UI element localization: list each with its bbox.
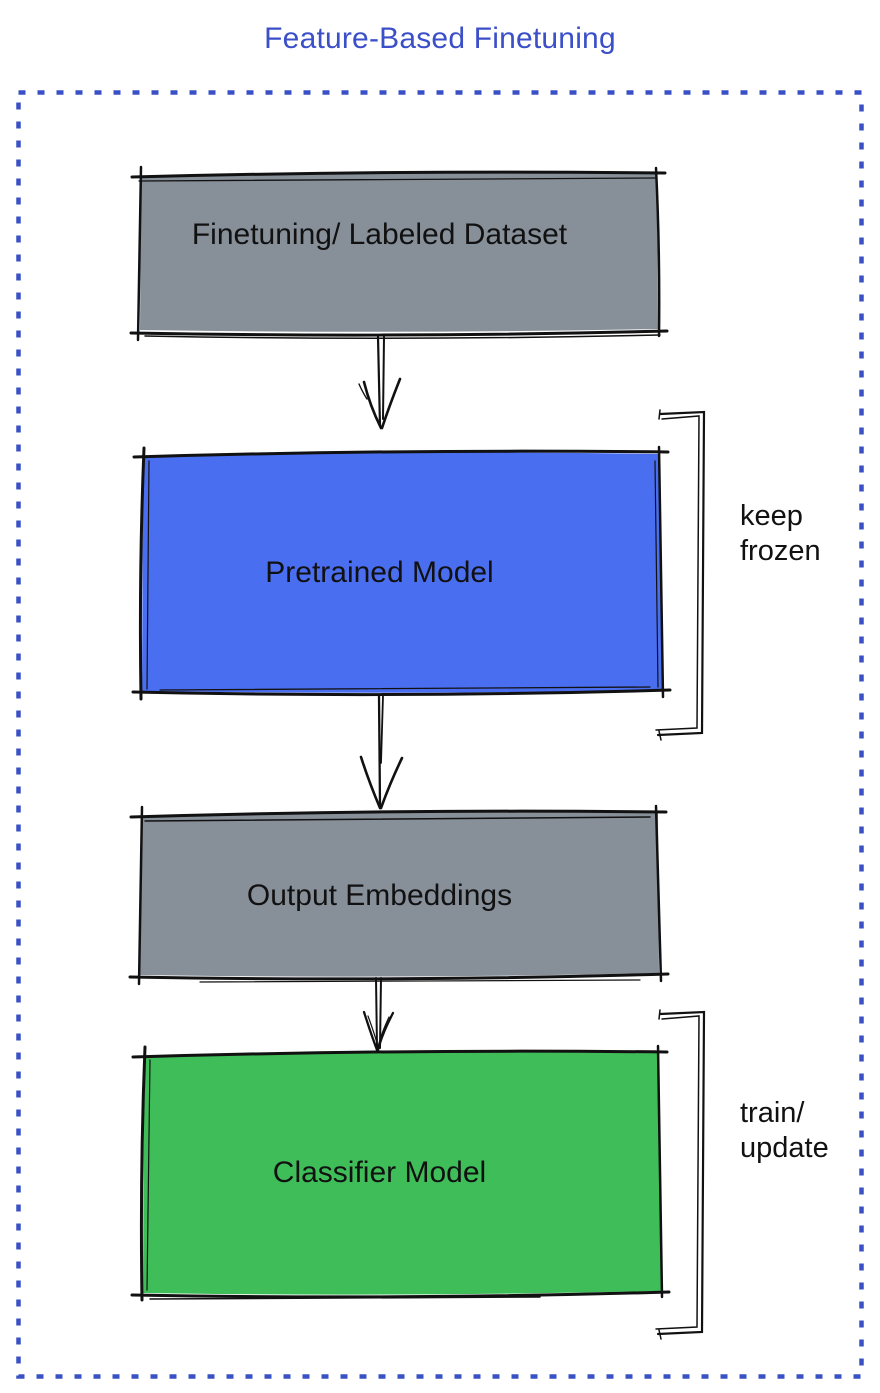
node-classifier-box xyxy=(130,1044,671,1302)
node-pretrained-box xyxy=(131,445,672,701)
embeddings-box-label: Output Embeddings xyxy=(246,879,513,912)
annotation-keep-frozen: keep frozen xyxy=(740,499,870,569)
annotation-keep-frozen-line2: frozen xyxy=(740,535,821,567)
arrow-embeddings-to-classifier xyxy=(362,977,395,1052)
diagram-title: Feature-Based Finetuning xyxy=(264,22,616,55)
embeddings-box-fill xyxy=(140,812,659,977)
node-dataset-box xyxy=(129,165,669,342)
arrow-dataset-to-pretrained xyxy=(358,335,402,430)
node-embeddings-box xyxy=(128,804,670,986)
annotation-train-update: train/ update xyxy=(740,1096,870,1166)
bracket-keep-frozen xyxy=(655,409,706,741)
pretrained-box-fill xyxy=(142,452,662,693)
annotation-keep-frozen-line1: keep xyxy=(740,500,803,532)
annotation-train-update-line2: update xyxy=(740,1132,829,1164)
annotation-train-update-line1: train/ xyxy=(740,1097,805,1129)
classifier-box-label: Classifier Model xyxy=(272,1156,487,1189)
arrow-pretrained-to-embeddings xyxy=(359,694,404,810)
dataset-box-fill xyxy=(140,172,658,332)
bracket-train-update xyxy=(655,1009,706,1340)
classifier-box-fill xyxy=(143,1052,661,1295)
pretrained-box-label: Pretrained Model xyxy=(265,556,494,589)
dashed-border xyxy=(16,90,864,1379)
dataset-box-label: Finetuning/ Labeled Dataset xyxy=(191,218,568,251)
